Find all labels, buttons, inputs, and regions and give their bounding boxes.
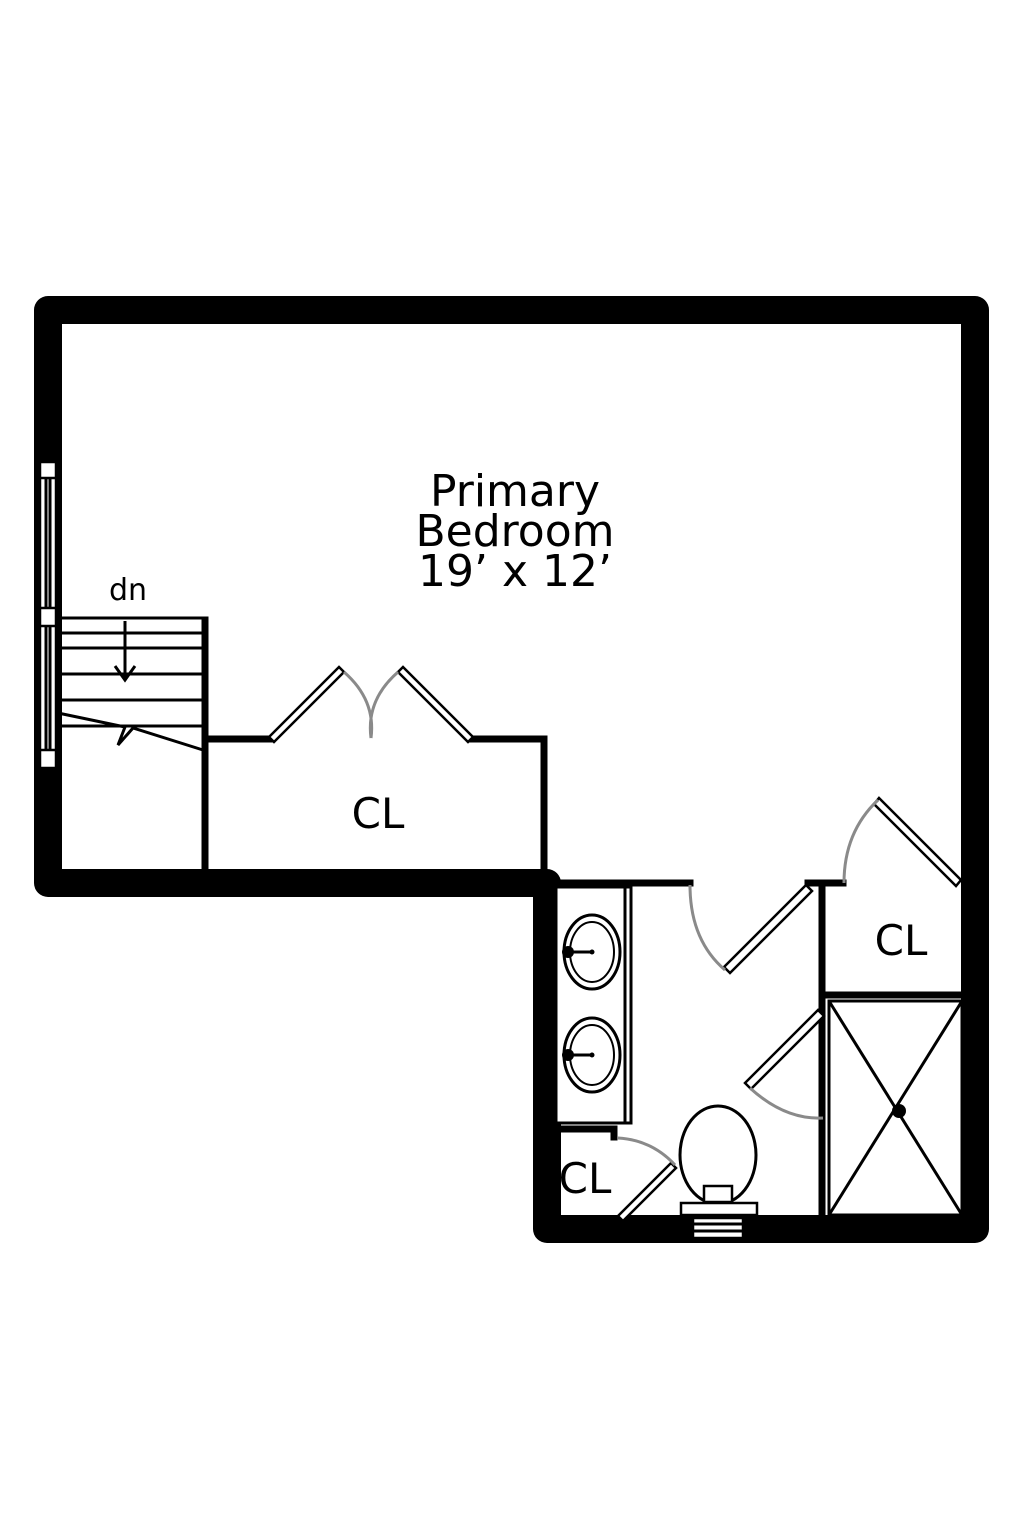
sink-top [562, 913, 622, 991]
stairs-direction-label: dn [109, 573, 147, 608]
room-name-line2: Bedroom [415, 506, 614, 557]
shower-door [743, 1008, 826, 1120]
shower [827, 999, 964, 1217]
room-name-line1: Primary [430, 466, 600, 517]
bedroom-closet-door [842, 796, 963, 888]
shower-drain [892, 1104, 906, 1118]
bath-entry-door [688, 883, 814, 975]
room-dimensions: 19’ x 12’ [418, 546, 612, 597]
hall-closet-label: CL [352, 789, 405, 838]
window [38, 460, 58, 770]
bedroom-closet-label: CL [875, 916, 928, 965]
hall-closet-bifold-door [267, 665, 475, 744]
stair-break-line [57, 711, 204, 752]
sink-bottom [562, 1016, 622, 1094]
toilet [678, 1104, 759, 1240]
staircase [57, 616, 205, 752]
bath-closet-door [616, 1136, 678, 1223]
bath-closet-wall [552, 1125, 618, 1141]
bath-closet-label: CL [559, 1154, 612, 1203]
exterior-wall [34, 296, 989, 1243]
